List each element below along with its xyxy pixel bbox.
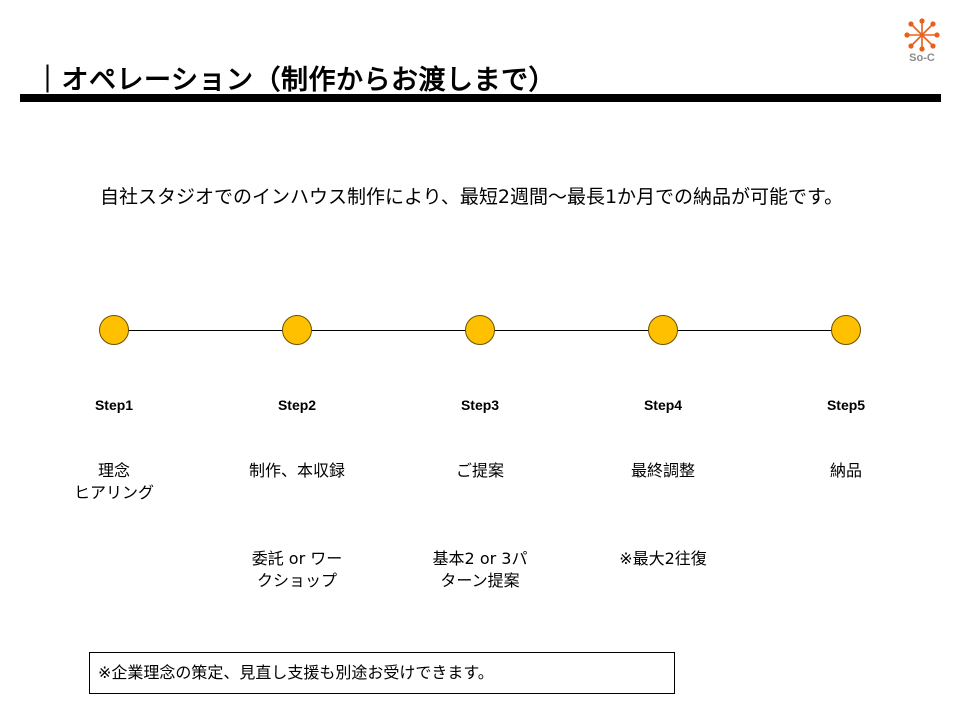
timeline-dot [99,315,129,345]
step-label: Step3 [460,397,500,413]
step-note-line: ※最大2往復 [619,549,707,568]
step-note-line: 委託 or ワー [251,549,343,568]
step-note: 基本2 or 3パターン提案 [405,548,555,592]
title-underline [20,94,941,102]
step-description-line: 制作、本収録 [248,461,345,480]
step-note: ※最大2往復 [588,548,738,570]
timeline-dot [831,315,861,345]
asterisk-network-icon [904,18,940,52]
intro-text: 自社スタジオでのインハウス制作により、最短2週間〜最長1か月での納品が可能です。 [100,186,844,208]
step-description-line: 納品 [829,461,862,480]
timeline-dot [465,315,495,345]
step-description: ご提案 [405,460,555,482]
step-label: Step2 [277,397,317,413]
step-description: 最終調整 [588,460,738,482]
step-note-line: ターン提案 [440,571,520,590]
footnote-text: ※企業理念の策定、見直し支援も別途お受けできます。 [98,663,494,682]
footnote-box: ※企業理念の策定、見直し支援も別途お受けできます。 [89,652,675,694]
step-note-line: 基本2 or 3パ [432,549,528,568]
page-title: ｜オペレーション（制作からお渡しまで） [34,65,556,96]
step-note: 委託 or ワークショップ [222,548,372,592]
step-description-line: ご提案 [455,461,504,480]
step-note-line: クショップ [256,571,337,590]
step-description-line: ヒアリング [73,483,154,502]
brand-logo: So-C [898,18,946,74]
step-description-line: 理念 [97,461,130,480]
timeline-dot [282,315,312,345]
step-description-line: 最終調整 [630,461,695,480]
step-label: Step1 [94,397,134,413]
timeline-dot [648,315,678,345]
step-label: Step5 [826,397,866,413]
step-label: Step4 [643,397,683,413]
step-description: 制作、本収録 [222,460,372,482]
step-description: 納品 [771,460,921,482]
logo-text: So-C [909,52,935,64]
step-description: 理念ヒアリング [39,460,189,504]
